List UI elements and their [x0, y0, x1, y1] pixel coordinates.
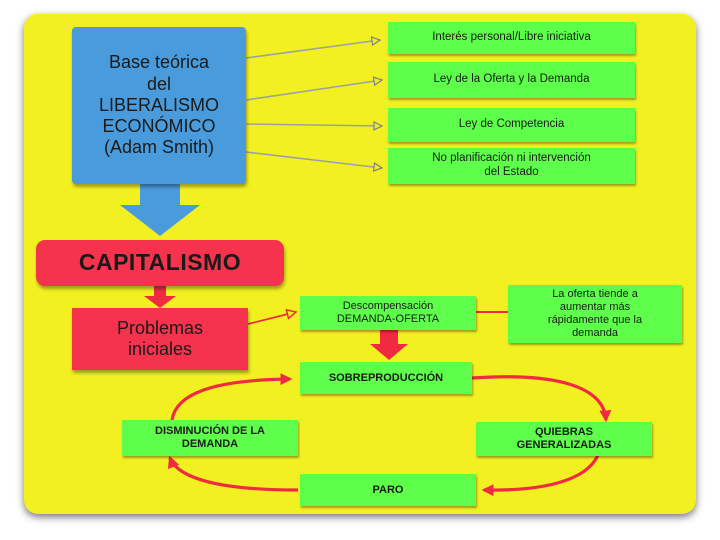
base-to-capitalismo-arrow	[120, 184, 200, 236]
paro-text: PARO	[372, 483, 404, 496]
capitalismo-to-problemas-arrow	[144, 286, 176, 308]
cycle-disminucion-to-sobreproduccion	[170, 373, 293, 421]
base-teorica-text: Base teórica del LIBERALISMO ECONÓMICO (…	[98, 52, 220, 158]
sobreproduccion-text: SOBREPRODUCCIÓN	[328, 371, 444, 384]
ley-competencia-text: Ley de Competencia	[458, 118, 565, 131]
no-planificacion-text: No planificación ni intervención del Est…	[432, 152, 591, 178]
link-base-interes	[245, 40, 380, 59]
problemas-iniciales-box: Problemas iniciales	[72, 308, 248, 370]
paro-box: PARO	[300, 474, 476, 506]
cycle-sobreproduccion-to-quiebras	[471, 375, 612, 423]
interes-personal-text: Interés personal/Libre iniciativa	[432, 31, 591, 44]
link-base-oferta	[245, 80, 382, 101]
descompensacion-box: Descompensación DEMANDA-OFERTA	[300, 296, 476, 330]
ley-oferta-demanda-text: Ley de la Oferta y la Demanda	[433, 73, 590, 86]
cycle-paro-to-disminucion	[168, 455, 299, 492]
quiebras-box: QUIEBRAS GENERALIZADAS	[476, 422, 652, 456]
interes-personal-box: Interés personal/Libre iniciativa	[388, 22, 635, 54]
link-base-competencia	[245, 124, 382, 126]
oferta-tiende-box: La oferta tiende a aumentar más rápidame…	[508, 285, 682, 343]
descompensacion-to-sobreproduccion-arrow	[370, 330, 408, 360]
ley-competencia-box: Ley de Competencia	[388, 108, 635, 142]
cycle-quiebras-to-paro	[481, 454, 600, 497]
disminucion-demanda-text: DISMINUCIÓN DE LA DEMANDA	[155, 425, 265, 450]
disminucion-demanda-box: DISMINUCIÓN DE LA DEMANDA	[122, 420, 298, 456]
base-teorica-box: Base teórica del LIBERALISMO ECONÓMICO (…	[72, 27, 246, 184]
no-planificacion-box: No planificación ni intervención del Est…	[388, 148, 635, 184]
link-base-planificacion	[245, 151, 382, 168]
link-problemas-descompensacion	[247, 312, 296, 325]
sobreproduccion-box: SOBREPRODUCCIÓN	[300, 362, 472, 394]
quiebras-text: QUIEBRAS GENERALIZADAS	[516, 426, 612, 451]
ley-oferta-demanda-box: Ley de la Oferta y la Demanda	[388, 62, 635, 98]
capitalismo-box: CAPITALISMO	[36, 240, 284, 286]
descompensacion-text: Descompensación DEMANDA-OFERTA	[336, 300, 440, 325]
problemas-iniciales-text: Problemas iniciales	[116, 317, 204, 359]
oferta-tiende-text: La oferta tiende a aumentar más rápidame…	[547, 288, 643, 339]
capitalismo-text: CAPITALISMO	[78, 249, 242, 276]
